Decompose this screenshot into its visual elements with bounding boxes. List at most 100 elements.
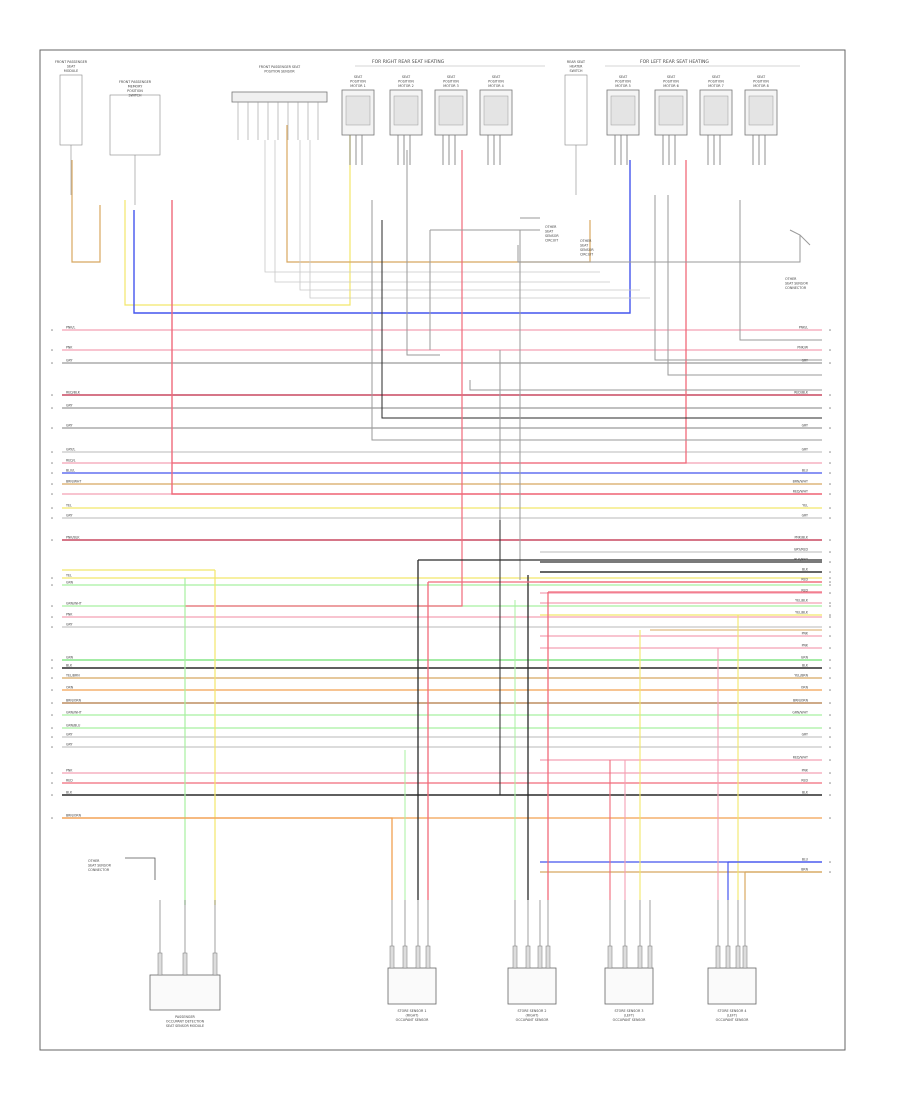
- wire-route: [171, 200, 822, 495]
- wire-label-right: BRN/ORN: [793, 699, 809, 703]
- connector-pin-right: [829, 702, 831, 704]
- sensor-pin: [212, 952, 218, 976]
- wire-label-left: BRN/ORN: [66, 814, 82, 818]
- connector-pin-right: [829, 614, 831, 616]
- splice-label: SEAT: [580, 244, 589, 248]
- connector-pin-right: [829, 689, 831, 691]
- bottom-component-label: PASSENGER: [175, 1015, 195, 1019]
- component-label: MOTOR 7: [708, 84, 724, 88]
- component-label: SEAT: [619, 75, 628, 79]
- seat-motor-core: [610, 95, 636, 126]
- wire-label-right: PNK: [802, 632, 809, 636]
- splice-label: CONNECTOR: [785, 286, 807, 290]
- connector-pin-left: [51, 702, 53, 704]
- splice-label: SENSOR: [580, 248, 594, 252]
- bottom-component-label: OCCUPANT SENSOR: [716, 1018, 750, 1022]
- connector-pin-right: [829, 647, 831, 649]
- wire-label-right: GRN: [801, 656, 809, 660]
- wire-label-right: ORN: [801, 686, 809, 690]
- connector-pin-right: [829, 472, 831, 474]
- connector-pin-right: [829, 817, 831, 819]
- wire-route: [739, 200, 822, 341]
- ground-note-label: CONNECTOR: [88, 868, 110, 872]
- connector-pin-right: [829, 616, 831, 618]
- connector-pin-right: [829, 577, 831, 579]
- sensor-pin: [537, 945, 543, 969]
- component-label: POSITION: [127, 89, 143, 93]
- connector-pin-right: [829, 727, 831, 729]
- wire-label-left: GRY: [66, 623, 72, 627]
- wire-label-left: GRY/L: [66, 448, 76, 452]
- connector-pin-right: [829, 659, 831, 661]
- wire-route: [185, 150, 463, 607]
- wire-label-left: PNK/BLK: [66, 536, 80, 540]
- section-label-left-rear: FOR LEFT REAR SEAT HEATING: [640, 59, 709, 65]
- wire-label-left: YEL: [66, 504, 72, 508]
- connector-pin-right: [829, 493, 831, 495]
- wire-label-left: PNK: [66, 769, 73, 773]
- wire-label-right: BLK: [802, 664, 809, 668]
- connector-pin-left: [51, 483, 53, 485]
- connector-pin-left: [51, 493, 53, 495]
- module-outline: [564, 74, 588, 146]
- wire-route: [286, 125, 591, 263]
- splice-label: OTHER: [545, 225, 557, 229]
- sensor-pin: [607, 945, 613, 969]
- sensor-pin: [742, 945, 748, 969]
- sensor-pin: [402, 945, 408, 969]
- wire-label-left: BLU/L: [66, 469, 75, 473]
- wire-route: [299, 140, 640, 291]
- connector-pin-right: [829, 507, 831, 509]
- splice-label: OTHER: [785, 277, 797, 281]
- wire-label-left: RED/BLK: [66, 391, 81, 395]
- wire-label-left: GRN/BLU: [66, 724, 81, 728]
- wire-label-right: BLU: [802, 858, 809, 862]
- bottom-component-label: OCCUPANT DETECTION: [166, 1020, 205, 1024]
- wire-route: [71, 160, 101, 263]
- connector-pin-right: [829, 451, 831, 453]
- connector-pin-right: [829, 782, 831, 784]
- wire-route: [371, 200, 822, 441]
- wire-label-right: GRY: [802, 359, 808, 363]
- bottom-component-label: OCCUPANT SENSOR: [613, 1018, 647, 1022]
- component-label: POSITION: [398, 80, 414, 84]
- connector-pin-right: [829, 772, 831, 774]
- connector-pin-right: [829, 571, 831, 573]
- seat-motor-core: [345, 95, 371, 126]
- wire-route: [517, 235, 801, 263]
- connector-pin-right: [829, 592, 831, 594]
- connector-pin-right: [829, 561, 831, 563]
- sensor-pin: [182, 952, 188, 976]
- component-label: SEAT: [447, 75, 456, 79]
- bottom-component-label: STORE SENSOR 1: [398, 1009, 427, 1013]
- connector-pin-left: [51, 517, 53, 519]
- wire-label-right: BRN/WHT: [793, 480, 808, 484]
- component-label: MODULE: [64, 69, 78, 73]
- wire-label-left: PNK/L: [66, 326, 75, 330]
- seat-motor-core: [658, 95, 684, 126]
- component-layer: [59, 74, 778, 1011]
- sensor-pin: [647, 945, 653, 969]
- connector-pin-left: [51, 362, 53, 364]
- connector-pin-right: [829, 551, 831, 553]
- component-label: FRONT PASSENGER: [119, 80, 152, 84]
- wire-label-right: YEL/BRN: [794, 674, 808, 678]
- connector-pin-left: [51, 507, 53, 509]
- connector-pin-left: [51, 427, 53, 429]
- bottom-component-label: OCCUPANT SENSOR: [516, 1018, 550, 1022]
- wire-label-right: YEL: [802, 504, 808, 508]
- wire-label-left: GRN/WHT: [66, 711, 82, 715]
- sensor-pin: [157, 952, 163, 976]
- bottom-component-label: OCCUPANT SENSOR: [396, 1018, 430, 1022]
- wire-label-right: YEL/BLK: [795, 599, 809, 603]
- component-label: POSITION: [708, 80, 724, 84]
- wire-label-left: PNK: [66, 613, 73, 617]
- sensor-pin: [715, 945, 721, 969]
- wire-label-right: GRY: [802, 733, 808, 737]
- component-label: MEMORY: [128, 85, 143, 89]
- wire-label-right: RED/WHT: [793, 756, 808, 760]
- splice-label: CIRCUIT: [545, 239, 559, 243]
- sensor-pin: [622, 945, 628, 969]
- wire-label-left: RED: [66, 779, 73, 783]
